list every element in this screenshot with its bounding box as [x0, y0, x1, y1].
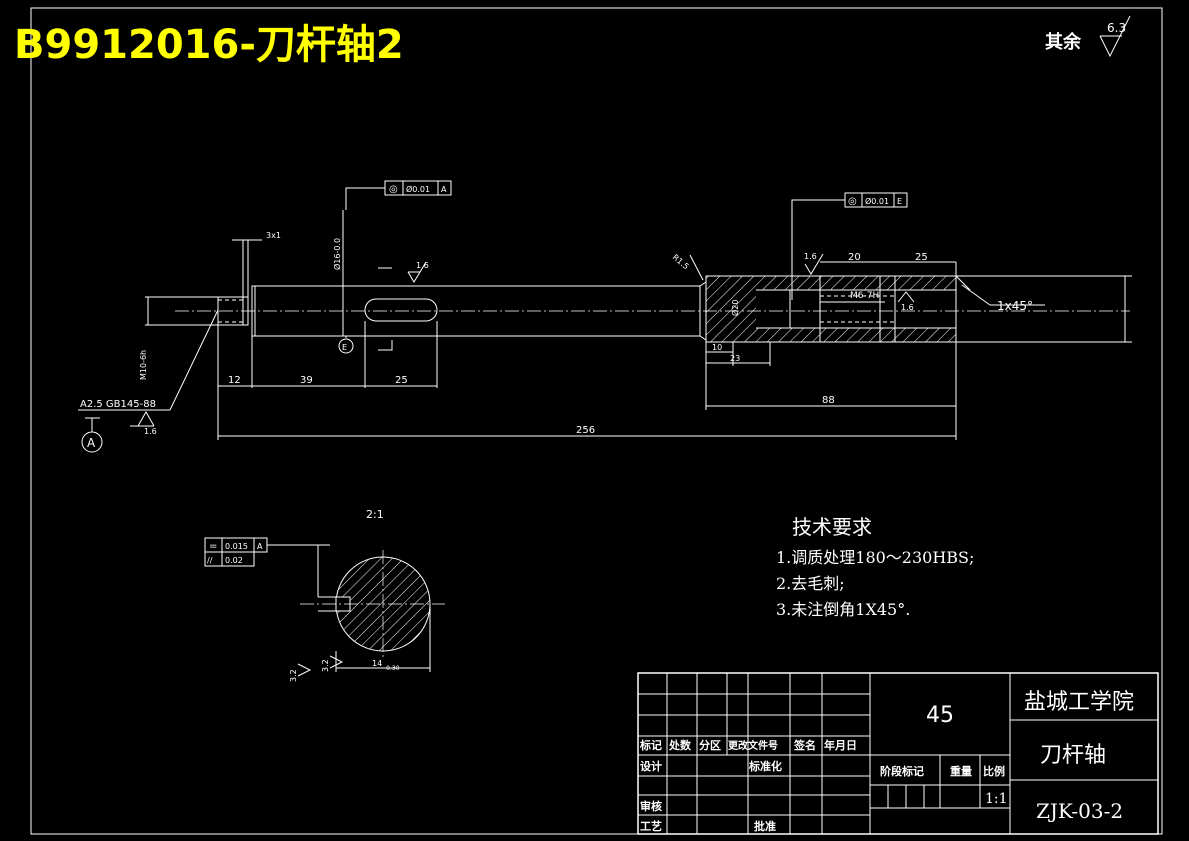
rough-16a: 1.6: [416, 261, 429, 270]
tech-req-heading: 技术要求: [792, 515, 872, 539]
datum-e: E: [338, 267, 393, 354]
svg-text://: //: [207, 556, 213, 565]
section-view: 2:1 14 -0.30 3.2 3.2: [289, 508, 445, 682]
sec-dim-14: 14: [372, 659, 382, 668]
dim-diam16: Ø16-0.0: [332, 238, 342, 270]
svg-text:批准: 批准: [754, 819, 776, 833]
datum-a: A2.5 GB145-88 A: [78, 309, 219, 453]
section-scale: 2:1: [366, 508, 384, 521]
rough-16b: 1.6: [804, 252, 817, 261]
dim-25a: 25: [395, 375, 408, 386]
tech-req-item-3: 3.未注倒角1X45°.: [776, 600, 910, 619]
dim-25b: 25: [915, 252, 928, 263]
svg-text:0.015: 0.015: [225, 542, 248, 551]
dim-m10: M10-6h: [139, 350, 148, 380]
svg-text:=: =: [209, 541, 217, 552]
svg-text:审核: 审核: [640, 799, 662, 813]
drawing-title: B9912016-刀杆轴2: [14, 22, 404, 68]
datum-a-label: A: [87, 436, 96, 450]
tech-req-item-1: 1.调质处理180～230HBS;: [776, 548, 974, 567]
dim-12: 12: [228, 375, 241, 386]
svg-text:比例: 比例: [983, 764, 1005, 778]
drawing-border: [30, 7, 1163, 835]
roughness-marks: 1.6 1.6 1.6 1.6: [130, 252, 915, 436]
center-hole-label: A2.5 GB145-88: [80, 399, 156, 410]
dim-r15: R1.5: [671, 253, 691, 272]
dim-23: 23: [730, 354, 740, 363]
tolerance-frame-top-left: ◎ Ø0.01 A: [345, 180, 452, 210]
dim-20: 20: [848, 252, 861, 263]
tech-req-item-2: 2.去毛刺;: [776, 574, 845, 593]
title-block: 标记 处数 分区 更改文件号 签名 年月日 设计 标准化 审核 工艺 批准 阶段…: [637, 672, 1159, 835]
svg-text:设计: 设计: [640, 759, 662, 773]
svg-text:处数: 处数: [668, 738, 692, 752]
svg-text:标记: 标记: [639, 738, 662, 752]
svg-text:◎: ◎: [848, 196, 857, 207]
dim-diam20: Ø20: [730, 300, 740, 316]
rough-32a: 3.2: [289, 669, 298, 682]
titleblock-scale: 1:1: [985, 791, 1008, 807]
svg-text:0.02: 0.02: [225, 556, 243, 565]
rough-32b: 3.2: [321, 659, 330, 672]
rough-16d: 1.6: [144, 427, 157, 436]
tolerance-frame-top-right: ◎ Ø0.01 E: [791, 192, 908, 300]
tech-requirements: 技术要求 1.调质处理180～230HBS; 2.去毛刺; 3.未注倒角1X45…: [776, 515, 974, 619]
svg-text:标准化: 标准化: [748, 759, 782, 773]
sec-dim-tol: -0.30: [384, 665, 400, 672]
dim-10: 10: [712, 343, 722, 352]
svg-text:◎: ◎: [389, 184, 398, 195]
titleblock-part-name: 刀杆轴: [1040, 743, 1106, 768]
svg-text:重量: 重量: [950, 764, 972, 778]
roughness-other-value: 6.3: [1107, 21, 1126, 35]
svg-text:A: A: [441, 185, 447, 194]
svg-text:年月日: 年月日: [824, 738, 857, 752]
titleblock-material: 45: [926, 703, 954, 728]
dim-m6: M6-7H: [850, 291, 879, 301]
svg-text:更改文件号: 更改文件号: [728, 739, 778, 752]
dim-chamfer: 1x45°: [997, 299, 1033, 313]
shaft-main-view: [175, 275, 1130, 343]
svg-text:E: E: [897, 197, 902, 206]
titleblock-school: 盐城工学院: [1024, 690, 1134, 715]
roughness-other-label: 其余: [1045, 31, 1082, 53]
tolerance-frame-section: = 0.015 A // 0.02: [204, 537, 318, 567]
svg-text:Ø0.01: Ø0.01: [406, 184, 430, 194]
svg-text:工艺: 工艺: [640, 819, 662, 833]
svg-text:签名: 签名: [793, 738, 816, 752]
dimensions-main: 3x1 12 39 25 256 88 10 23 20 25 M10-6h: [139, 210, 1132, 440]
roughness-other: 其余 6.3: [1045, 15, 1131, 58]
datum-e-label: E: [342, 343, 347, 352]
rough-16c: 1.6: [901, 303, 914, 312]
dim-88: 88: [822, 395, 835, 406]
svg-text:Ø0.01: Ø0.01: [865, 196, 889, 206]
titleblock-drawing-no: ZJK-03-2: [1036, 799, 1123, 823]
dim-3x1: 3x1: [266, 231, 281, 240]
svg-text:阶段标记: 阶段标记: [880, 764, 924, 778]
dim-39: 39: [300, 375, 313, 386]
dim-256: 256: [576, 425, 595, 436]
svg-text:分区: 分区: [699, 738, 721, 752]
svg-text:A: A: [257, 542, 263, 551]
